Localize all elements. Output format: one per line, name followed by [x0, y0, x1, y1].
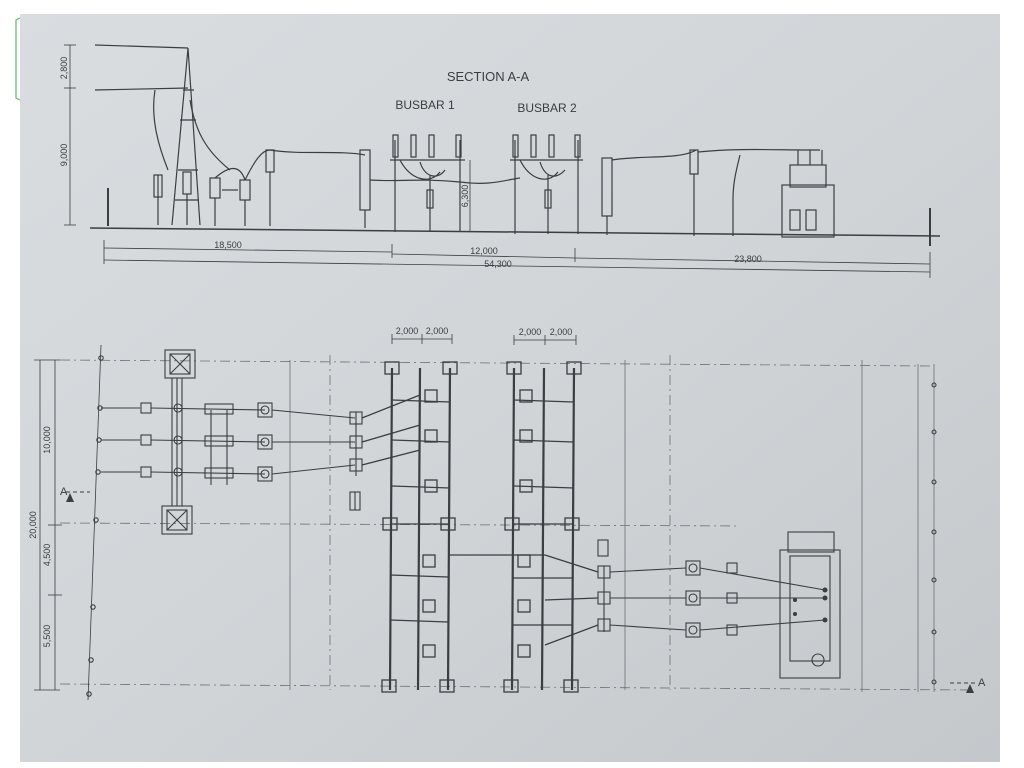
- dim-bay-right: 23,800: [734, 254, 762, 264]
- paper-background: [20, 14, 1000, 762]
- horizontal-dimensions: [103, 240, 931, 278]
- gantry-tower: [94, 44, 231, 226]
- dim-busbar1-spacing-a: 2,000: [396, 326, 419, 336]
- dim-busbar-height: 6,300: [460, 185, 470, 208]
- paper-edge-left: [15, 17, 21, 101]
- dim-overall: 54,300: [484, 259, 512, 269]
- dim-bay-left: 18,500: [214, 240, 242, 250]
- plan-right-axis: [931, 382, 937, 685]
- dim-overall-width: 20,000: [28, 511, 38, 539]
- section-marker-right-label: A: [978, 677, 986, 689]
- tower-dimension: [64, 44, 76, 226]
- plan-view: 10,000 20,000 4,500 5,500 A: [28, 326, 986, 701]
- dim-upper-span: 10,000: [42, 426, 52, 454]
- plan-left-axis: [34, 344, 104, 701]
- dim-busbar2-spacing-b: 2,000: [550, 327, 573, 337]
- dim-busbar2-spacing-a: 2,000: [519, 327, 542, 337]
- busbar1-elevation: [369, 134, 521, 232]
- section-elevation: SECTION A-A BUSBAR 1 BUSBAR 2 2,800 9,00…: [59, 44, 941, 278]
- busbar1-spacing-dims: [391, 334, 453, 344]
- plan-bay-lines: [289, 360, 935, 692]
- dim-tower-upper: 2,800: [59, 57, 69, 80]
- busbar2-elevation: [510, 134, 583, 234]
- busbar2-label: BUSBAR 2: [517, 101, 577, 115]
- gantry-plan: [161, 349, 196, 535]
- left-bay-phases: [101, 402, 363, 511]
- dim-busbar-span: 12,000: [470, 246, 498, 256]
- dim-middle-span: 4,500: [42, 544, 52, 567]
- dim-tower-height: 9,000: [59, 144, 69, 167]
- section-title: SECTION A-A: [447, 69, 530, 84]
- busbar2-plan: [448, 361, 599, 693]
- dim-lower-span: 5,500: [42, 625, 52, 648]
- dim-busbar1-spacing-b: 2,000: [426, 326, 449, 336]
- busbar1-label: BUSBAR 1: [395, 98, 455, 112]
- section-marker-left-label: A: [60, 486, 68, 498]
- right-bay-equipment: [601, 148, 931, 246]
- busbar1-plan: [361, 361, 458, 693]
- busbar2-spacing-dims: [513, 335, 577, 345]
- section-marker-right: [950, 682, 975, 693]
- right-bay-plan: [597, 531, 841, 679]
- section-marker-left: [66, 491, 90, 502]
